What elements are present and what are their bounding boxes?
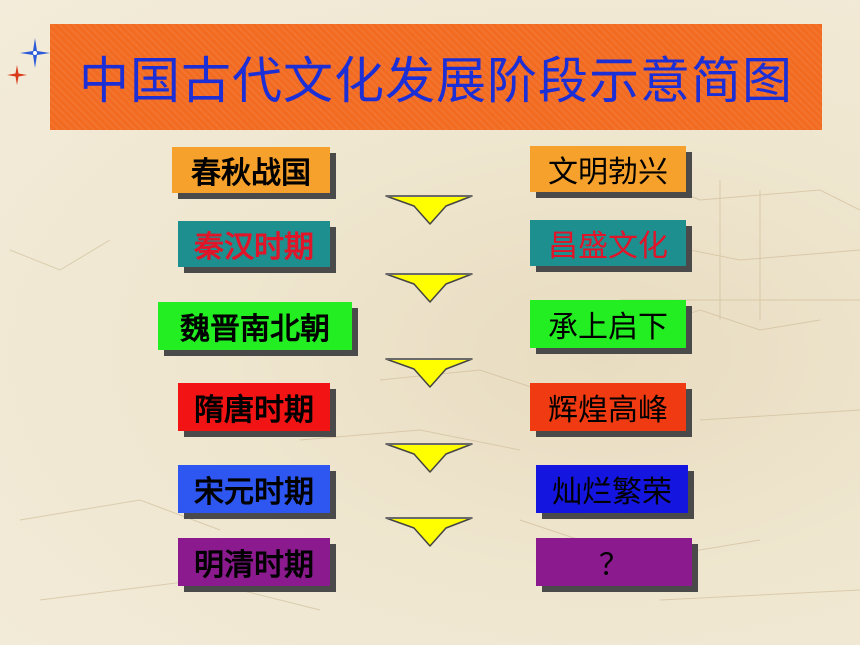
culture-box: 承上启下 (530, 300, 686, 348)
page-title: 中国古代文化发展阶段示意简图 (79, 52, 793, 110)
down-arrow-icon (385, 195, 473, 225)
culture-box: 辉煌高峰 (530, 383, 686, 431)
down-arrow-icon (385, 517, 473, 547)
period-box: 隋唐时期 (178, 383, 330, 431)
period-box: 明清时期 (178, 538, 330, 586)
period-box: 宋元时期 (178, 465, 330, 513)
period-box: 魏晋南北朝 (158, 302, 352, 350)
sparkle-small-icon (7, 65, 27, 85)
sparkle-decoration-icon (20, 38, 50, 68)
down-arrow-icon (385, 443, 473, 473)
title-banner: 中国古代文化发展阶段示意简图 (50, 24, 822, 130)
culture-box: 昌盛文化 (530, 220, 686, 266)
period-box: 春秋战国 (172, 147, 330, 193)
culture-box: ？ (536, 538, 692, 586)
period-box: 秦汉时期 (178, 221, 330, 267)
culture-box: 文明勃兴 (530, 146, 686, 192)
down-arrow-icon (385, 273, 473, 303)
down-arrow-icon (385, 358, 473, 388)
culture-box: 灿烂繁荣 (536, 465, 688, 513)
